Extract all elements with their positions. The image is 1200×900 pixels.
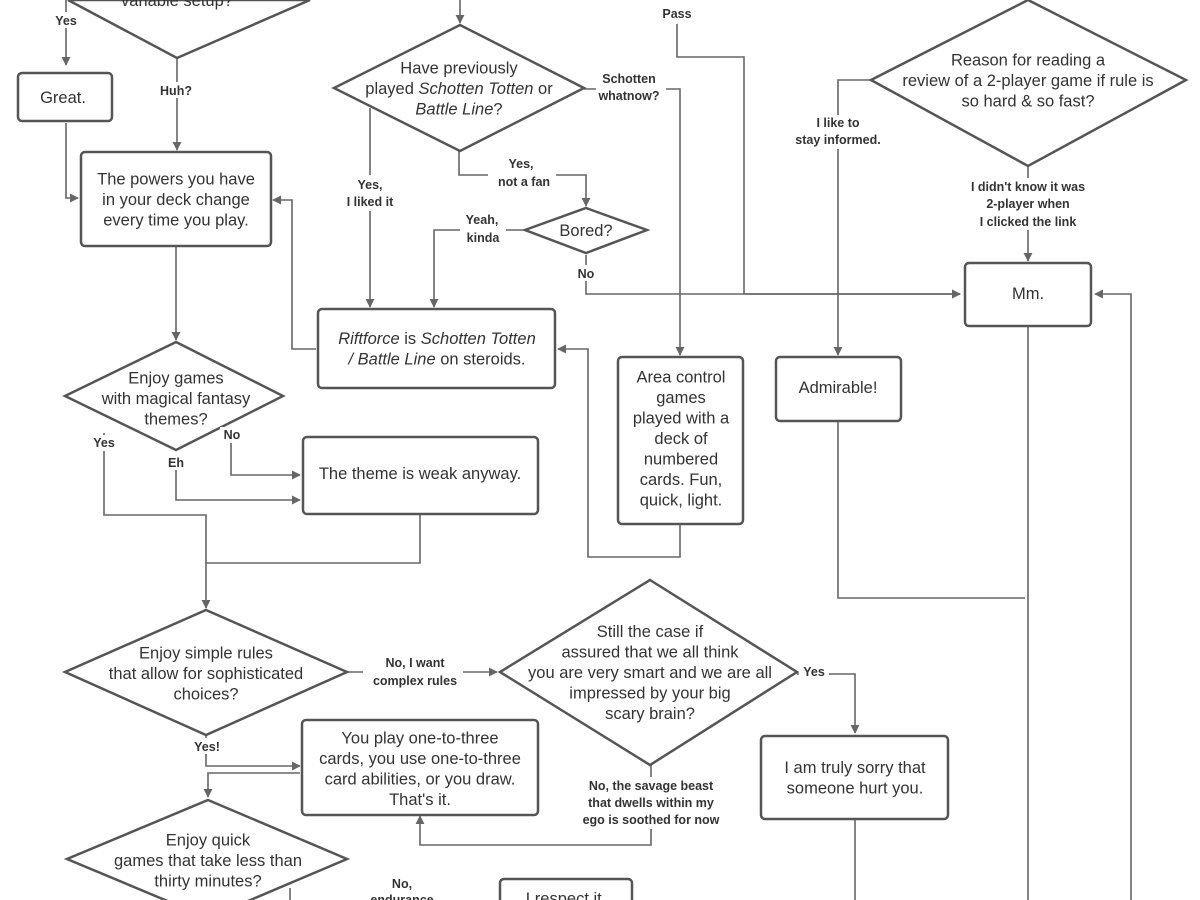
node-text-mm: Mm. — [1012, 285, 1044, 303]
edge-riftforce-to-powers — [272, 195, 316, 350]
box-truly-sorry — [759, 734, 950, 821]
edge-label-no-savage-1: No, the savage beast — [589, 779, 714, 793]
edge-play-to-quick — [203, 772, 300, 798]
diamond-reason — [868, 0, 1189, 168]
edge-label-huh: Huh? — [160, 84, 192, 98]
node-text-respect-it: I respect it. — [526, 890, 607, 900]
nodes — [16, 0, 1189, 900]
node-text-admirable: Admirable! — [799, 379, 878, 397]
edge-label-yes-liked-2: I liked it — [347, 195, 394, 209]
diamond-previously-played — [331, 23, 587, 153]
edge-label-no-complex-1: No, I want — [385, 656, 445, 670]
edge-label-no-bored: No — [578, 267, 595, 281]
edge-fantasy-eh-to-weak — [175, 468, 301, 505]
edge-label-yes-brain: Yes — [803, 665, 825, 679]
edge-bored-no-to-mm — [585, 255, 961, 299]
edge-weak-to-simple — [201, 515, 421, 609]
box-respect-it — [498, 877, 634, 900]
edge-label-yes-simple: Yes! — [194, 740, 220, 754]
edge-fantasy-yes-down — [103, 433, 207, 563]
edge-label-yes-liked-1: Yes, — [357, 178, 382, 192]
edge-label-informed-2: stay informed. — [795, 133, 880, 147]
edge-labels: Yes Huh? Pass Schotten whatnow? Yes, I l… — [50, 5, 1098, 900]
edge-label-yes-top: Yes — [55, 14, 77, 28]
edge-label-informed-1: I like to — [816, 116, 859, 130]
edge-label-no-complex-2: complex rules — [373, 674, 457, 688]
node-text-riftforce-steroids: Riftforce is Schotten Totten/ Battle Lin… — [338, 330, 536, 369]
edge-label-yes-notfan-2: not a fan — [498, 175, 550, 189]
edge-loop-to-mm — [1094, 289, 1132, 900]
edge-label-no-savage-3: ego is soothed for now — [583, 813, 720, 827]
diamond-still-case — [497, 578, 800, 767]
box-great — [16, 71, 114, 123]
box-powers — [79, 150, 273, 248]
diamond-bored — [521, 206, 651, 255]
edge-label-no-fantasy: No — [224, 428, 241, 442]
diamond-quick-games — [63, 798, 351, 900]
edge-label-schotten-1: Schotten — [602, 72, 655, 86]
diamond-fantasy — [62, 340, 286, 452]
edge-label-no-savage-2: that dwells within my — [588, 796, 714, 810]
node-text-great: Great. — [40, 89, 86, 107]
edge-label-no-endurance-1: No, — [392, 877, 412, 891]
edge-label-didnt-know-3: I clicked the link — [980, 215, 1077, 229]
node-texts: variable setup? Great. The powers you ha… — [40, 0, 1154, 900]
box-play-cards — [300, 718, 540, 817]
edge-reason-to-admirable — [833, 79, 882, 356]
edge-label-yeah-1: Yeah, — [466, 213, 499, 227]
node-text-variable-setup: variable setup? — [121, 0, 233, 10]
edge-admirable-down — [837, 422, 1025, 599]
edge-fantasy-no-to-weak — [230, 443, 301, 480]
edge-area-to-riftforce — [557, 344, 681, 558]
diamond-variable-setup — [67, 0, 311, 60]
edge-label-yeah-2: kinda — [467, 231, 501, 245]
edge-label-yes-notfan-1: Yes, — [508, 157, 533, 171]
box-riftforce-steroids — [316, 307, 557, 390]
box-admirable — [774, 355, 903, 423]
box-theme-weak — [301, 435, 540, 516]
edge-label-didnt-know-1: I didn't know it was — [971, 180, 1085, 194]
node-text-bored: Bored? — [559, 222, 612, 240]
edge-great-to-powers — [65, 123, 79, 203]
edge-label-pass: Pass — [662, 7, 691, 21]
node-text-theme-weak: The theme is weak anyway. — [319, 465, 521, 483]
edge-still-yes-to-sorry — [797, 673, 860, 734]
edge-label-no-endurance-2: endurance — [370, 893, 433, 900]
diamond-simple-rules — [61, 608, 351, 737]
edge-label-eh: Eh — [168, 456, 184, 470]
box-area-control — [616, 355, 745, 526]
edge-label-yes-fantasy: Yes — [93, 436, 115, 450]
edge-label-didnt-know-2: 2-player when — [986, 197, 1069, 211]
edge-label-schotten-2: whatnow? — [597, 89, 659, 103]
box-mm — [963, 261, 1093, 328]
